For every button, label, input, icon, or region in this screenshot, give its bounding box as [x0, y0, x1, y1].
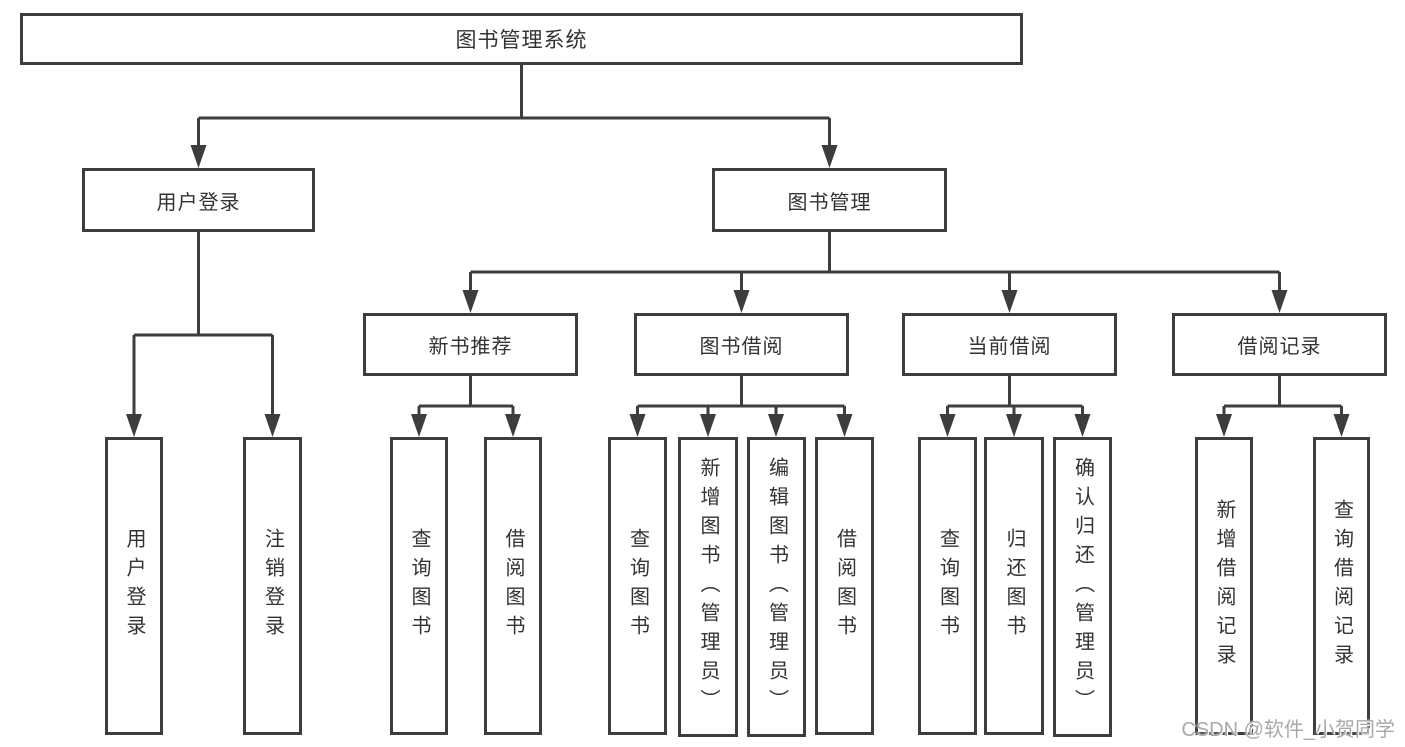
node-book-borrow-label: 图书借阅	[699, 336, 784, 358]
node-current-borrow-label: 当前借阅	[967, 336, 1052, 358]
leaf-user-login: 用户登录	[105, 437, 163, 735]
node-new-book-recommend: 新书推荐	[363, 313, 578, 376]
leaf-return-books-label: 归还图书	[1003, 528, 1025, 644]
node-book-management: 图书管理	[712, 168, 947, 232]
leaf-query-borrow-record-label: 查询借阅记录	[1330, 499, 1353, 673]
leaf-edit-book-admin-label: 编辑图书（管理员）	[765, 456, 788, 718]
leaf-logout-label: 注销登录	[261, 528, 284, 644]
node-book-borrow: 图书借阅	[634, 313, 849, 376]
leaf-confirm-return-admin: 确认归还（管理员）	[1053, 437, 1112, 737]
connector-current-borrow-children	[939, 376, 1091, 437]
leaf-query-borrow-record: 查询借阅记录	[1313, 437, 1370, 735]
connector-root-to-level2	[190, 65, 838, 168]
leaf-confirm-return-admin-label: 确认归还（管理员）	[1071, 456, 1094, 718]
leaf-logout: 注销登录	[243, 437, 302, 735]
leaf-query-books-2-label: 查询图书	[626, 528, 649, 644]
node-root-label: 图书管理系统	[455, 29, 588, 52]
node-new-book-recommend-label: 新书推荐	[428, 336, 513, 358]
leaf-borrow-books-2: 借阅图书	[815, 437, 874, 735]
leaf-query-books-3-label: 查询图书	[936, 528, 959, 644]
node-book-management-label: 图书管理	[787, 191, 872, 214]
leaf-add-book-admin: 新增图书（管理员）	[678, 437, 738, 737]
connector-new-book-recommend-children	[411, 376, 521, 437]
leaf-query-books-1: 查询图书	[390, 437, 448, 735]
leaf-add-borrow-record: 新增借阅记录	[1195, 437, 1253, 735]
leaf-edit-book-admin: 编辑图书（管理员）	[747, 437, 806, 737]
node-user-login-label: 用户登录	[156, 191, 241, 214]
leaf-borrow-books-1: 借阅图书	[484, 437, 542, 735]
connector-user-login-children	[126, 232, 281, 437]
node-user-login: 用户登录	[82, 168, 315, 232]
leaf-query-books-1-label: 查询图书	[408, 528, 430, 644]
leaf-return-books: 归还图书	[984, 437, 1044, 735]
leaf-query-books-2: 查询图书	[608, 437, 667, 735]
connector-book-borrow-children	[629, 376, 853, 437]
node-current-borrow: 当前借阅	[902, 313, 1117, 376]
node-borrow-records-label: 借阅记录	[1237, 336, 1322, 358]
connector-borrow-records-children	[1216, 376, 1350, 437]
leaf-borrow-books-1-label: 借阅图书	[502, 528, 524, 644]
leaf-query-books-3: 查询图书	[918, 437, 977, 735]
node-borrow-records: 借阅记录	[1172, 313, 1387, 376]
leaf-add-borrow-record-label: 新增借阅记录	[1213, 499, 1235, 673]
csdn-watermark: CSDN @软件_小贺同学	[1181, 719, 1395, 741]
connector-book-management-children	[462, 232, 1288, 313]
leaf-borrow-books-2-label: 借阅图书	[833, 528, 856, 644]
node-root: 图书管理系统	[20, 13, 1023, 65]
leaf-user-login-label: 用户登录	[123, 528, 145, 644]
leaf-add-book-admin-label: 新增图书（管理员）	[697, 456, 719, 718]
